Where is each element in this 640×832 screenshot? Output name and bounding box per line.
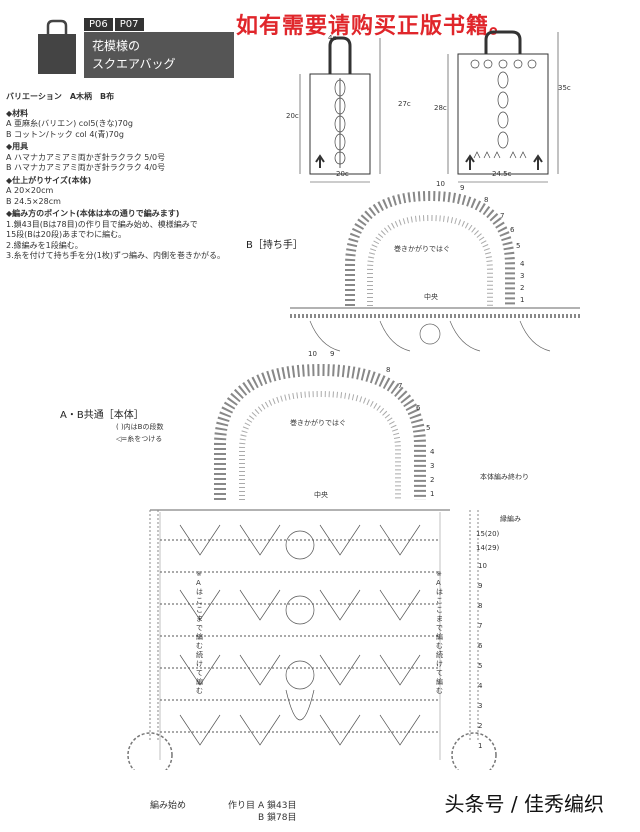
body-row: 8 bbox=[478, 602, 483, 610]
body-side-note-right: ※Aはここまで編む続けて編む bbox=[436, 570, 443, 695]
pattern-title: 花模様の スクエアバッグ bbox=[84, 32, 234, 78]
page-tab: P06 bbox=[84, 18, 113, 31]
body-row: 3 bbox=[478, 702, 483, 710]
handle-b-row: 6 bbox=[510, 226, 515, 234]
body-handle-row: 9 bbox=[330, 350, 335, 358]
point-3: 3.糸を付けて持ち手を分(1枚)ずつ編み、内側を巻きかがる。 bbox=[6, 251, 225, 260]
size-a: A 20×20cm bbox=[6, 186, 54, 195]
body-row: 5 bbox=[478, 662, 483, 670]
bag-b-width: 24.5c bbox=[492, 170, 512, 178]
body-side-note-left: ※Aはここまで編む続けて編む bbox=[196, 570, 203, 695]
source-credit: 头条号 / 佳秀编织 bbox=[444, 792, 604, 816]
handle-b-row: 8 bbox=[484, 196, 489, 204]
handle-b-row: 3 bbox=[520, 272, 525, 280]
materials-b: B コットン/トック col 4(青)70g bbox=[6, 129, 124, 139]
footer-chain-label: 作り目 bbox=[228, 801, 256, 811]
body-handle-row: 2 bbox=[430, 476, 435, 484]
materials-a: A 亜麻糸(バリエン) col5(きな)70g bbox=[6, 119, 133, 128]
body-row: 4 bbox=[478, 682, 483, 690]
body-center: 中央 bbox=[314, 491, 328, 499]
body-row: 10 bbox=[478, 562, 487, 570]
variation-line: バリエーション A木柄 B布 bbox=[6, 92, 115, 101]
page-tabs: P06 P07 bbox=[84, 18, 144, 31]
size-heading: ◆仕上がりサイズ(本体) bbox=[6, 175, 92, 185]
body-row-mark: 15(20) bbox=[476, 530, 500, 538]
bag-b-height-outer: 35c bbox=[558, 84, 571, 92]
tools-b: B ハマナカアミアミ両かぎ針ラクラク 4/0号 bbox=[6, 163, 166, 172]
body-label: A・B共通［本体］ bbox=[60, 410, 144, 421]
handle-b-row: 10 bbox=[436, 180, 445, 188]
body-handle-row: 7 bbox=[398, 382, 403, 390]
footer-start: 編み始め bbox=[150, 801, 187, 811]
title-line: スクエアバッグ bbox=[92, 57, 176, 71]
page-tab: P07 bbox=[114, 18, 144, 31]
point-2: 2.縁編みを1段編む。 bbox=[6, 240, 83, 250]
title-line: 花模様の bbox=[92, 39, 141, 53]
body-legend-1: ( )内はBの段数 bbox=[116, 423, 164, 431]
body-chart bbox=[150, 363, 450, 760]
body-handle-row: 10 bbox=[308, 350, 317, 358]
handle-b-row: 5 bbox=[516, 242, 521, 250]
body-handle-row: 4 bbox=[430, 448, 435, 456]
body-row: 9 bbox=[478, 582, 483, 590]
tools-a: A ハマナカアミアミ両かぎ針ラクラク 5/0号 bbox=[6, 152, 166, 162]
bag-b-height-inner: 28c bbox=[434, 104, 447, 112]
body-handle-row: 8 bbox=[386, 366, 391, 374]
handle-b-row: 1 bbox=[520, 296, 525, 304]
bag-thumbnail bbox=[38, 19, 76, 74]
footer-chain-a: A 鎖43目 bbox=[258, 801, 297, 811]
body-legend-2: ◁=糸をつける bbox=[116, 435, 163, 443]
body-row: 2 bbox=[478, 722, 483, 730]
body-right-edge bbox=[451, 510, 497, 770]
body-row: 1 bbox=[478, 742, 483, 750]
body-row-mark: 14(29) bbox=[476, 544, 500, 552]
point-1b: 15段(Bは20段)あまでわに編む。 bbox=[6, 230, 127, 239]
bag-b-diagram bbox=[447, 30, 559, 183]
handle-b-label: B［持ち手］ bbox=[246, 240, 303, 251]
body-handle-row: 6 bbox=[416, 404, 421, 412]
point-1: 1.鎖43目(Bは78目)の作り目で編み始め、模様編みで bbox=[6, 219, 198, 229]
bag-a-width: 20c bbox=[336, 170, 349, 178]
footer-chain-b: B 鎖78目 bbox=[258, 813, 297, 823]
body-end-note: 本体編み終わり bbox=[480, 473, 529, 481]
handle-b-chart bbox=[290, 190, 580, 352]
handle-b-note: 巻きかがりではぐ bbox=[394, 245, 450, 253]
bag-a-diagram bbox=[299, 36, 381, 183]
bag-a-top-dim: 4c bbox=[328, 34, 337, 42]
body-handle-row: 5 bbox=[426, 424, 431, 432]
handle-b-row: 4 bbox=[520, 260, 525, 268]
body-left-edge bbox=[127, 510, 173, 770]
handle-b-row: 9 bbox=[460, 184, 465, 192]
size-b: B 24.5×28cm bbox=[6, 196, 61, 206]
body-row: 6 bbox=[478, 642, 483, 650]
bag-a-height-inner: 20c bbox=[286, 112, 299, 120]
body-edge-label: 縁編み bbox=[500, 515, 521, 523]
points-heading: ◆編み方のポイント(本体は本の通りで編みます) bbox=[6, 209, 180, 218]
specs-panel: バリエーション A木柄 B布 ◆材料 A 亜麻糸(バリエン) col5(きな)7… bbox=[6, 92, 236, 262]
tools-heading: ◆用具 bbox=[6, 142, 29, 151]
handle-b-center: 中央 bbox=[424, 293, 438, 301]
handle-b-row: 7 bbox=[500, 212, 505, 220]
watermark-text: 如有需要请购买正版书籍。 bbox=[236, 14, 513, 39]
bag-a-height-outer: 27c bbox=[398, 100, 411, 108]
handle-b-row: 2 bbox=[520, 284, 525, 292]
body-row: 7 bbox=[478, 622, 483, 630]
body-handle-row: 1 bbox=[430, 490, 435, 498]
body-handle-row: 3 bbox=[430, 462, 435, 470]
body-handle-note: 巻きかがりではぐ bbox=[290, 419, 346, 427]
materials-heading: ◆材料 bbox=[6, 108, 29, 118]
